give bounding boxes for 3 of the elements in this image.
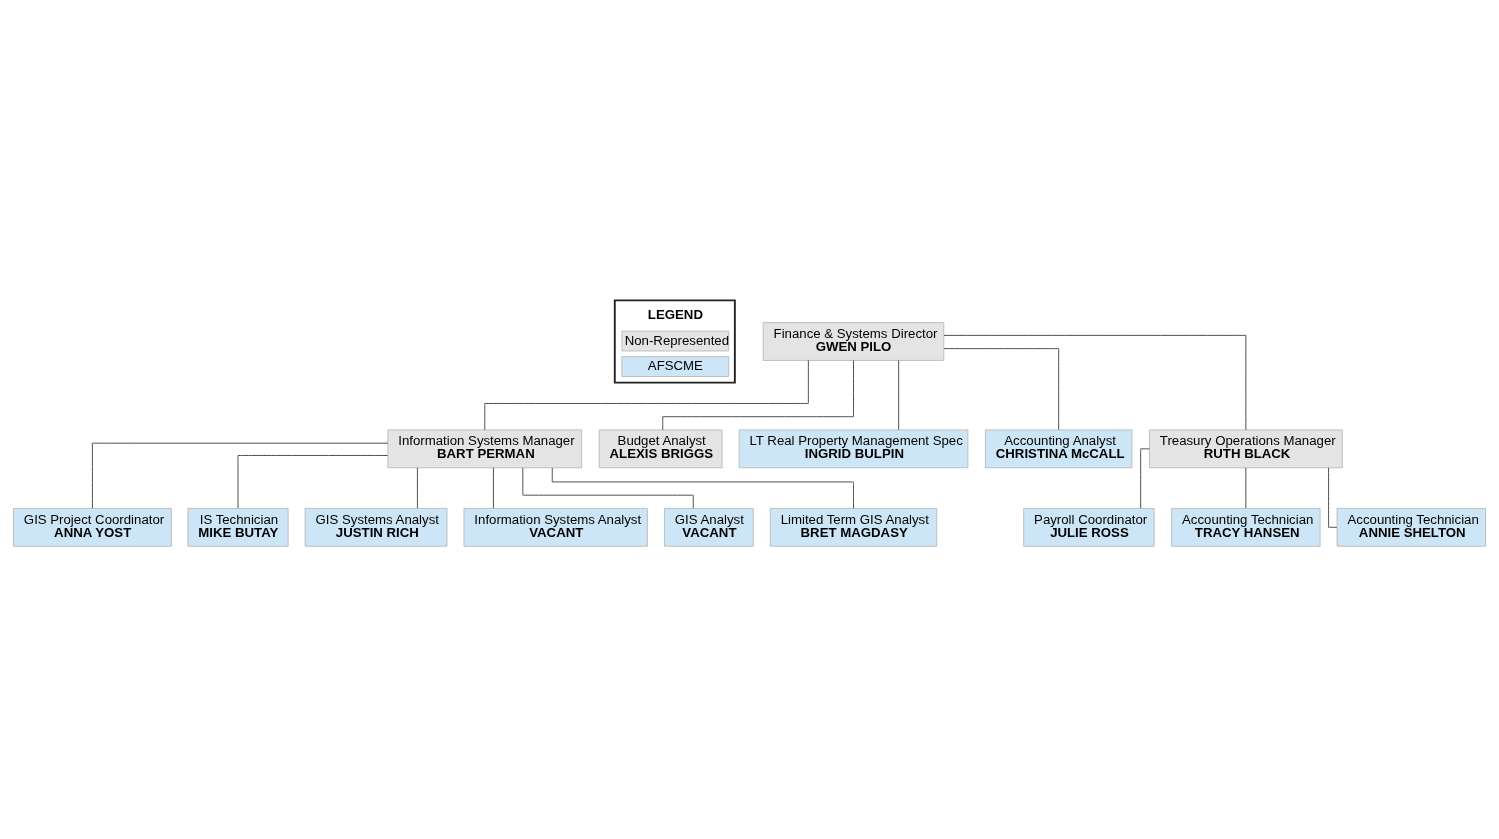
legend-label: AFSCME: [647, 357, 703, 373]
legend-label: Non-Represented: [624, 332, 730, 348]
label: LEGEND: [647, 306, 703, 322]
